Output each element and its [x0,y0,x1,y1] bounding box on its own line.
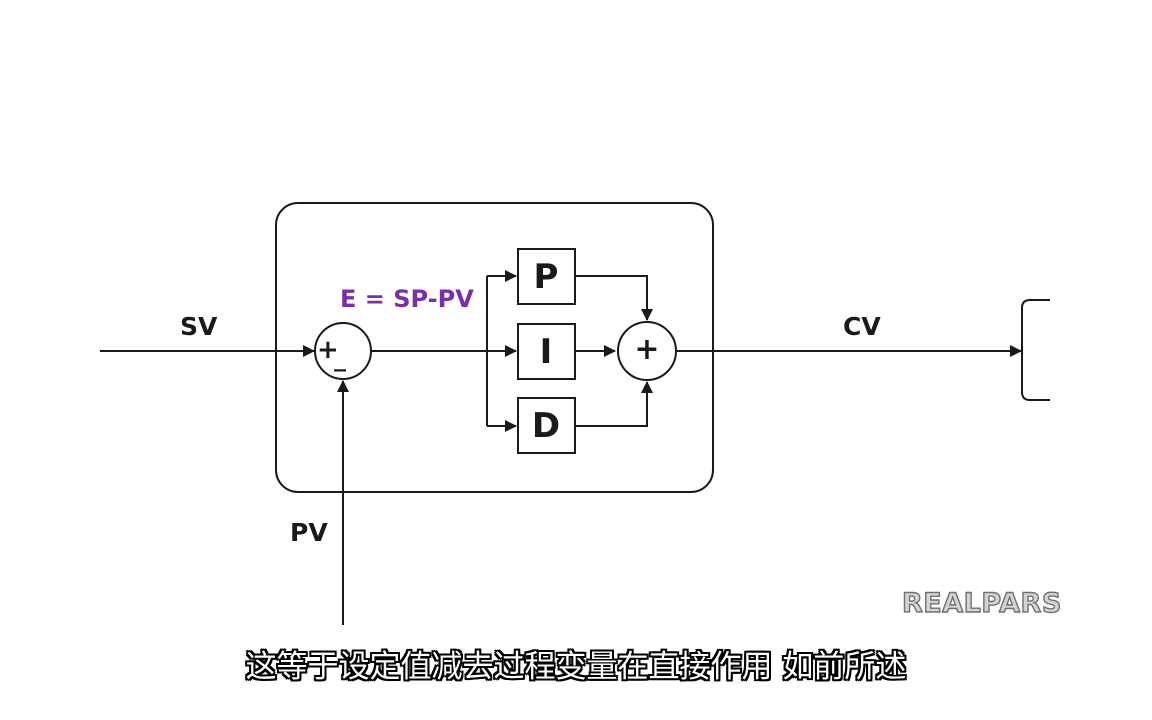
minus-sign: _ [334,344,346,372]
video-subtitle: 这等于设定值减去过程变量在直接作用 如前所述 [245,649,907,685]
controller-box [275,202,714,493]
realpars-logo: REALPARS [901,588,1062,619]
d-block-label: D [531,406,561,446]
sv-label: SV [180,312,218,341]
process-bracket [1021,299,1050,401]
plus-sign: + [317,335,339,365]
p-output-line [575,275,653,321]
i-block-label: I [539,332,553,372]
d-output-line [575,381,653,427]
cv-label: CV [843,312,881,341]
d-block [517,397,576,454]
p-block-label: P [533,257,559,297]
error-equation: E = SP-PV [340,285,474,313]
pv-label: PV [290,518,328,547]
output-sum-sign: + [634,332,660,367]
